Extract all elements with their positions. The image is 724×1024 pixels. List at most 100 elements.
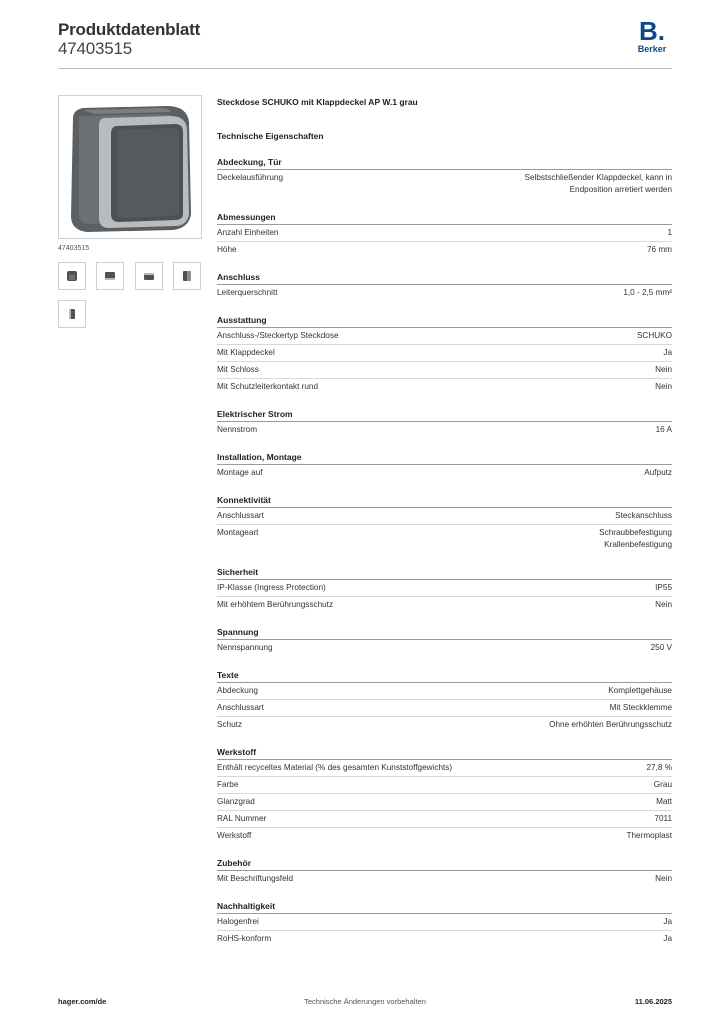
page-footer: Technische Änderungen vorbehalten hager.…: [58, 997, 672, 1009]
logo-letter: B.: [639, 16, 665, 46]
document-number: 47403515: [58, 39, 133, 58]
section-title: Sicherheit: [217, 567, 672, 580]
property-label: Montage auf: [217, 468, 263, 477]
property-label: Farbe: [217, 780, 239, 789]
property-value: Aufputz: [644, 468, 672, 477]
product-main-image[interactable]: [58, 95, 202, 239]
property-row: Farbe Grau: [217, 777, 672, 794]
product-name: Steckdose SCHUKO mit Klappdeckel AP W.1 …: [217, 97, 418, 107]
property-value: IP55: [655, 583, 672, 592]
property-value: Thermoplast: [626, 831, 672, 840]
section-title: Elektrischer Strom: [217, 409, 672, 422]
property-value: Selbstschließender Klappdeckel, kann in …: [524, 173, 672, 194]
property-value: 76 mm: [646, 245, 672, 254]
socket-thumb-icon: [144, 273, 154, 280]
section-title: Ausstattung: [217, 315, 672, 328]
property-value: 1: [667, 228, 672, 237]
property-row: Abdeckung Komplettgehäuse: [217, 683, 672, 700]
property-value: SCHUKO: [636, 331, 672, 340]
property-label: Mit Schloss: [217, 365, 259, 374]
property-label: Enthält recyceltes Material (% des gesam…: [217, 763, 453, 772]
property-row: Mit Schutzleiterkontakt rund Nein: [217, 379, 672, 395]
property-label: Mit Schutzleiterkontakt rund: [217, 382, 319, 391]
property-row: IP-Klasse (Ingress Protection) IP55: [217, 580, 672, 597]
property-label: Deckelausführung: [217, 173, 283, 182]
property-value: Grau: [653, 780, 672, 789]
thumbnail-5[interactable]: [58, 300, 86, 328]
section-title: Installation, Montage: [217, 452, 672, 465]
property-value: 250 V: [650, 643, 672, 652]
property-value: Ja: [663, 348, 672, 357]
section-title: Werkstoff: [217, 747, 672, 760]
property-value: Ohne erhöhten Berührungsschutz: [549, 720, 672, 729]
section-title: Abdeckung, Tür: [217, 157, 672, 170]
footer-website-link[interactable]: hager.com/de: [58, 997, 107, 1006]
section-title: Texte: [217, 670, 672, 683]
socket-thumb-icon: [67, 271, 77, 281]
property-row: Enthält recyceltes Material (% des gesam…: [217, 760, 672, 777]
property-label: RAL Nummer: [217, 814, 267, 823]
section-title: Nachhaltigkeit: [217, 901, 672, 914]
thumbnail-1[interactable]: [58, 262, 86, 290]
thumbnail-3[interactable]: [135, 262, 163, 290]
property-value: Ja: [663, 917, 672, 926]
property-label: Mit Beschriftungsfeld: [217, 874, 293, 883]
property-row: Montageart Schraubbefestigung Krallenbefe…: [217, 525, 672, 553]
property-row: Montage auf Aufputz: [217, 465, 672, 481]
property-row: Deckelausführung Selbstschließender Klapp…: [217, 170, 672, 198]
image-caption: 47403515: [58, 245, 90, 252]
property-label: Montageart: [217, 528, 259, 537]
thumbnail-2[interactable]: [96, 262, 124, 290]
section-title: Anschluss: [217, 272, 672, 285]
property-label: Höhe: [217, 245, 237, 254]
property-label: Nennstrom: [217, 425, 258, 434]
property-value: Komplettgehäuse: [608, 686, 672, 695]
property-label: Schutz: [217, 720, 243, 729]
section-title: Konnektivität: [217, 495, 672, 508]
property-label: IP-Klasse (Ingress Protection): [217, 583, 326, 592]
socket-thumb-icon: [105, 272, 115, 280]
section-title: Zubehör: [217, 858, 672, 871]
property-row: Anschlussart Mit Steckklemme: [217, 700, 672, 717]
property-row: Anzahl Einheiten 1: [217, 225, 672, 242]
footer-disclaimer: Technische Änderungen vorbehalten: [304, 997, 426, 1006]
socket-thumb-icon: [183, 271, 191, 281]
property-label: Anschlussart: [217, 703, 264, 712]
property-label: Abdeckung: [217, 686, 258, 695]
property-value: Schraubbefestigung Krallenbefestigung: [599, 528, 672, 549]
footer-date: 11.06.2025: [634, 997, 672, 1006]
property-label: Anzahl Einheiten: [217, 228, 279, 237]
socket-photo: [71, 106, 191, 232]
property-value: 27,8 %: [646, 763, 673, 772]
property-value: Steckanschluss: [615, 511, 672, 520]
logo-text: Berker: [638, 44, 667, 54]
property-value: 1,0 - 2,5 mm²: [623, 288, 672, 297]
property-value: Nein: [655, 600, 672, 609]
product-details: Steckdose SCHUKO mit Klappdeckel AP W.1 …: [217, 97, 672, 947]
property-value: Nein: [655, 382, 672, 391]
berker-logo: B. Berker: [632, 16, 672, 56]
property-value: Nein: [655, 874, 672, 883]
thumbnail-4[interactable]: [173, 262, 201, 290]
property-value: Mit Steckklemme: [609, 703, 672, 712]
section-title: Spannung: [217, 627, 672, 640]
document-title: Produktdatenblatt: [58, 20, 201, 39]
